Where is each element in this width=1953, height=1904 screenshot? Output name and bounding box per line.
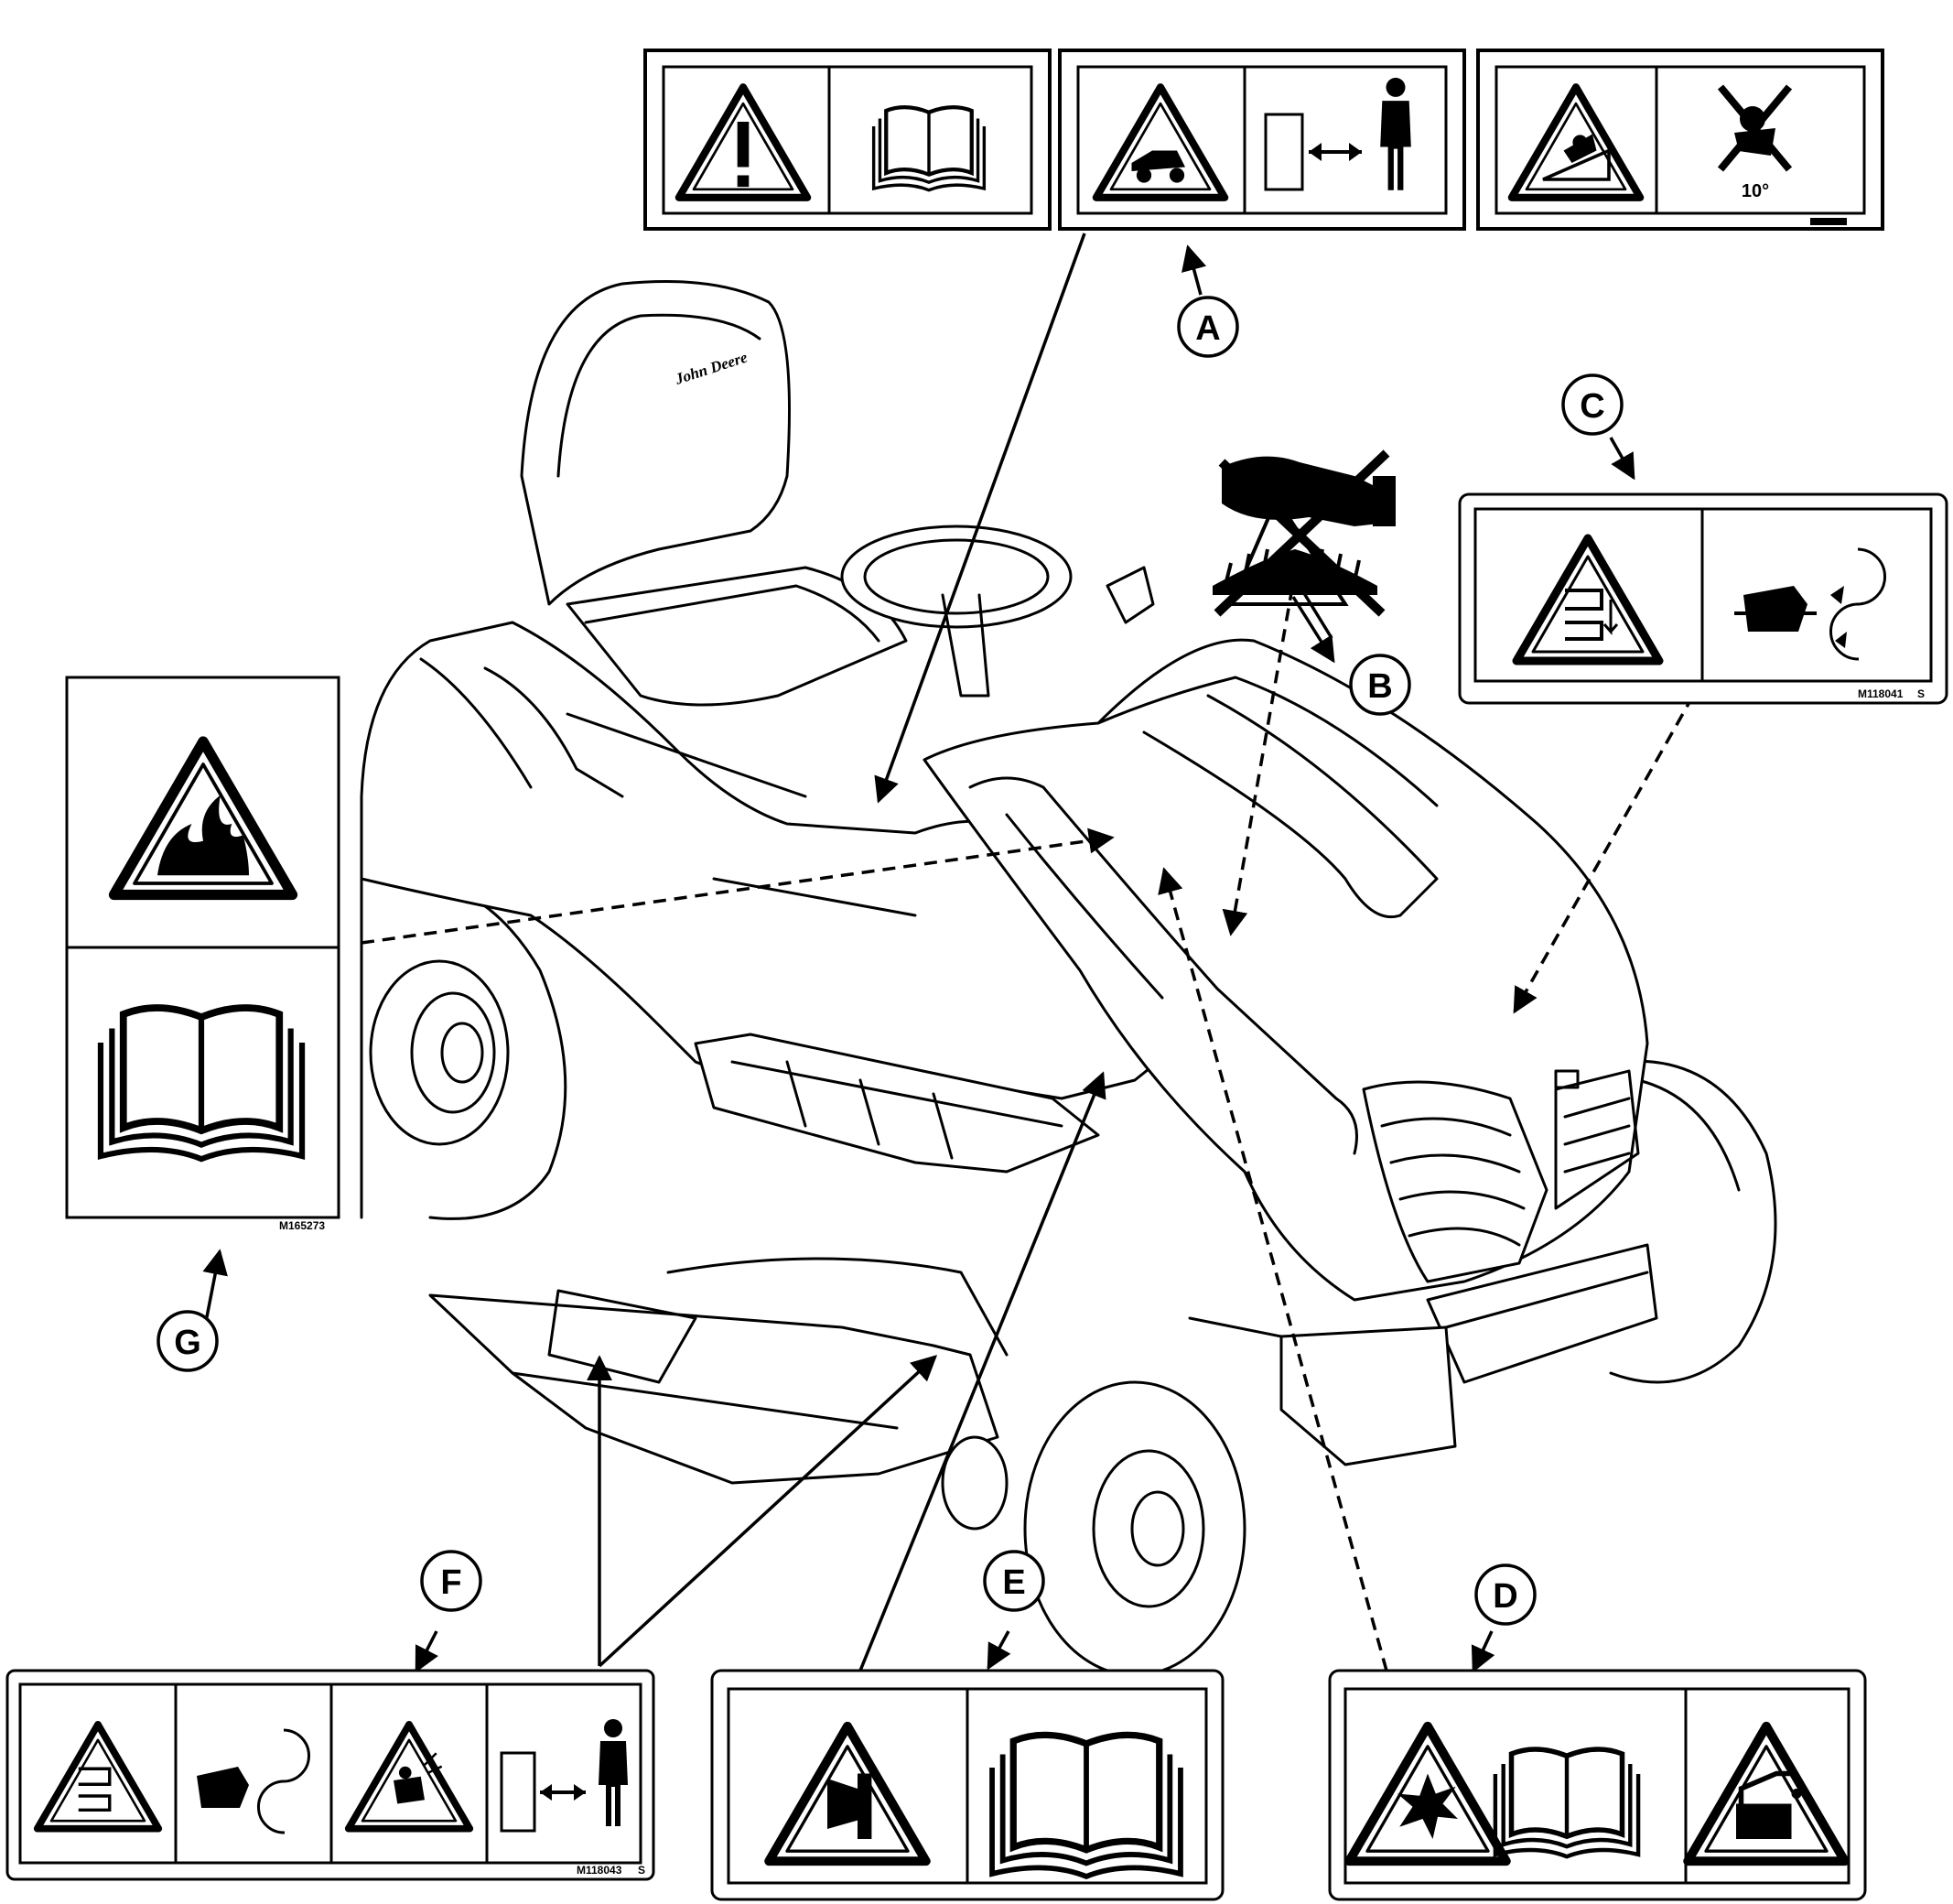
belt-entanglement-icon [769, 1726, 926, 1861]
rear-left-wheel [360, 874, 567, 1220]
front-left-wheel [1023, 1380, 1246, 1677]
mower-deck [428, 1257, 1009, 1485]
label-a-group: 10° [643, 49, 1884, 231]
seat: John Deere [520, 280, 908, 707]
label-f-suffix: S [638, 1864, 645, 1877]
label-e-decal [710, 1669, 1225, 1901]
keep-distance-icon [1264, 77, 1411, 191]
label-b-pictogram [1213, 449, 1396, 617]
label-g-decal: M165273 [65, 676, 340, 1232]
tractor-body [360, 621, 1182, 1100]
label-a3-decal: 10° [1476, 49, 1884, 231]
callout-a-label: A [1195, 309, 1220, 348]
grille [1362, 1069, 1640, 1283]
footrest [694, 1033, 1100, 1174]
blade-hand-icon [197, 1728, 310, 1834]
slope-prohibited-icon [1717, 84, 1793, 172]
crush-hazard-triangle-icon [1516, 538, 1659, 661]
label-c-suffix: S [1917, 687, 1925, 700]
label-f-part-number: M118043 [577, 1864, 622, 1877]
callout-g-label: G [174, 1324, 201, 1362]
callout-b-label: B [1367, 667, 1392, 706]
caster-wheel [941, 1435, 1009, 1531]
warning-triangle-icon [679, 87, 807, 198]
label-a2-decal [1058, 49, 1466, 231]
callout-d: D [1474, 1563, 1537, 1626]
callout-d-label: D [1493, 1577, 1517, 1616]
callout-a: A [1177, 296, 1239, 358]
label-d-decal [1328, 1669, 1867, 1901]
slope-degree-text: 10° [1742, 181, 1769, 201]
label-a1-decal [643, 49, 1052, 231]
label-c-part-number: M118041 [1858, 687, 1904, 700]
callout-c: C [1561, 373, 1624, 436]
callout-e-label: E [1002, 1563, 1025, 1602]
callout-e: E [983, 1550, 1045, 1612]
label-f-decal: M118043 S [5, 1669, 655, 1881]
leader-lines [195, 233, 1695, 1673]
keep-bystanders-away-icon [500, 1719, 628, 1833]
front-bumper [1188, 1243, 1658, 1466]
steering-wheel [840, 525, 1155, 698]
callout-f: F [420, 1550, 482, 1612]
tractor-drawing: John Deere [360, 280, 1777, 1677]
callout-g: G [156, 1310, 219, 1372]
thrown-object-icon [349, 1725, 470, 1829]
battery-acid-icon [1688, 1726, 1845, 1861]
crush-hazard-icon [38, 1725, 159, 1829]
label-g-part-number: M165273 [279, 1219, 325, 1232]
callout-c-label: C [1580, 387, 1604, 426]
rotating-blade-hand-icon [1734, 547, 1886, 661]
callout-f-label: F [440, 1563, 461, 1602]
explosion-hazard-icon [1349, 1726, 1506, 1861]
callout-b: B [1349, 654, 1411, 716]
label-c-decal: M118041 S [1458, 492, 1948, 705]
fire-hazard-icon [114, 741, 293, 895]
runover-warning-icon [1096, 87, 1225, 198]
rollover-warning-icon [1512, 87, 1640, 198]
